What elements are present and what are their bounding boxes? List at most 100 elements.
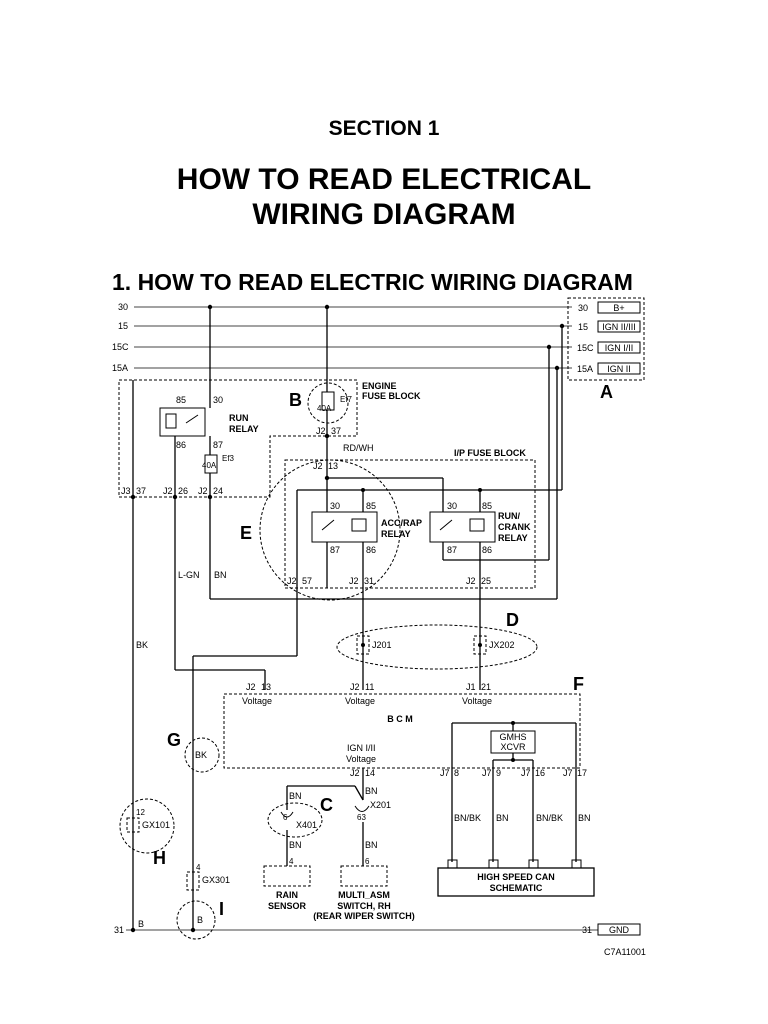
eng-conn-j3-name: J3: [121, 486, 131, 496]
junction-acc85: [361, 488, 365, 492]
rain-sensor-label-1: RAIN: [276, 890, 298, 900]
page-title-line-1: HOW TO READ ELECTRICAL: [176, 163, 592, 196]
acc-rap-pin-85: 85: [366, 501, 376, 511]
multiasm-box: [340, 865, 388, 887]
rain-sensor-circuit: BN BN C 6 X401 63 X201 BN BN 4 6 RAIN SE…: [263, 768, 415, 921]
x401-wire-top: BN: [289, 791, 302, 801]
acc-rap-pin-87: 87: [330, 545, 340, 555]
run-crank-pin-85: 85: [482, 501, 492, 511]
ip-conn-j2-57-name: J2: [287, 576, 297, 586]
rd-wh-wire-label: RD/WH: [343, 443, 374, 453]
callout-d: D: [506, 610, 519, 630]
rail-label-15: 15: [118, 321, 128, 331]
callout-c: C: [320, 795, 333, 815]
callout-a: A: [600, 382, 613, 402]
callout-h-circle: [119, 798, 175, 854]
eng-conn-j2-24-pin: 24: [213, 486, 223, 496]
can-wires: BN/BK BN BN/BK BN HIGH SPEED CAN SCHEMAT…: [437, 723, 595, 897]
section-heading: SECTION 1: [328, 117, 440, 140]
junction-j2-26: [172, 494, 178, 500]
ip-fuse-block-title: I/P FUSE BLOCK: [454, 448, 526, 458]
can-pin-4-conn: J7: [563, 768, 573, 778]
run-crank-name-2: CRANK: [498, 522, 531, 532]
splice-j201-box: [356, 635, 370, 655]
rain-sensor-label-2: SENSOR: [268, 901, 307, 911]
junction-rail15a: [554, 365, 560, 371]
gmhs-label-1: GMHS: [500, 732, 527, 742]
callout-b: B: [289, 390, 302, 410]
acc-rap-coil-icon: [351, 518, 367, 532]
acc-rap-name-1: ACC/RAP: [381, 518, 422, 528]
junction-j3-37: [130, 494, 136, 500]
ground-junction-1: [130, 927, 136, 933]
fuse-ef7-name: Ef7: [340, 395, 353, 404]
run-relay-coil-icon: [165, 413, 177, 429]
run-relay-pin-86: 86: [176, 440, 186, 450]
ground-tag-box: [597, 923, 641, 936]
page-title-line-2: WIRING DIAGRAM: [252, 198, 516, 231]
ip-block-wires: [175, 323, 565, 930]
high-speed-can-label-1: HIGH SPEED CAN: [477, 872, 555, 882]
acc-rap-relay-box: [311, 511, 378, 543]
multiasm-label-2: SWITCH, RH: [337, 901, 391, 911]
callout-d-ellipse: [336, 624, 538, 670]
gx301-name: GX301: [202, 875, 230, 885]
callout-i: I: [219, 899, 224, 919]
rd-wh-connector-name: J2: [313, 461, 323, 471]
splice-jx202-dot: [478, 643, 482, 647]
high-speed-can-box: [437, 867, 595, 897]
ip-conn-j2-25-name: J2: [466, 576, 476, 586]
rain-sensor-box: [263, 865, 311, 887]
splice-jx202-label: JX202: [489, 640, 515, 650]
power-rails: 30 15 15C 15A: [112, 302, 572, 373]
gx301-ground: 4 GX301: [186, 863, 230, 891]
junction-j2-24: [207, 494, 213, 500]
gx101-ground: H 12 GX101: [119, 798, 175, 868]
fuse-ef3-icon: [204, 454, 218, 474]
run-relay-pin-85: 85: [176, 395, 186, 405]
ef7-connector-pin: 37: [331, 426, 341, 436]
splice-group: D J201 JX202: [336, 610, 538, 670]
acc-rap-switch-icon: [321, 519, 335, 531]
junction-rail15: [559, 323, 565, 329]
source-tag-box-ign-ii: [597, 362, 641, 375]
engine-fuse-block-title-2: FUSE BLOCK: [362, 391, 421, 401]
gmhs-label-2: XCVR: [500, 742, 526, 752]
ground-tag: GND: [609, 925, 630, 935]
run-crank-pin-86: 86: [482, 545, 492, 555]
acc-rap-pin-86: 86: [366, 545, 376, 555]
junction-rail15c: [546, 344, 552, 350]
x401-wire-bottom: BN: [289, 840, 302, 850]
rain-sensor-pin: 4: [289, 857, 294, 866]
wire-label-bk: BK: [136, 640, 148, 650]
ground-junction-2: [190, 927, 196, 933]
run-crank-name-3: RELAY: [498, 533, 528, 543]
run-relay-pin-87: 87: [213, 440, 223, 450]
wire-label-bn: BN: [214, 570, 227, 580]
x201-connector-icon: [354, 805, 370, 812]
callout-g: G: [167, 730, 181, 750]
junction-runcrank85: [478, 488, 482, 492]
ip-conn-j2-25-pin: 25: [481, 576, 491, 586]
source-tag-box-ign-i-ii: [597, 341, 641, 354]
can-pin-4-num: 17: [577, 768, 587, 778]
x401-name: X401: [296, 820, 317, 830]
callout-g-circle: [184, 737, 220, 773]
source-number-15a: 15A: [577, 364, 593, 374]
x201-wire-top: BN: [365, 786, 378, 796]
ip-fuse-block-outline: [284, 459, 536, 589]
callout-c-ellipse: [267, 802, 323, 838]
high-speed-can-label-2: SCHEMATIC: [490, 883, 543, 893]
source-tag-box-ign-ii-iii: [597, 320, 641, 333]
can-wire-3-color: BN/BK: [536, 813, 563, 823]
callout-f: F: [573, 674, 584, 694]
ip-fuse-block: I/P FUSE BLOCK E 30 85 87 86 ACC/RAP REL…: [240, 448, 536, 601]
acc-rap-name-2: RELAY: [381, 529, 411, 539]
fuse-ef3-name: Ef3: [222, 454, 235, 463]
bcm-input-2-conn: J2: [350, 682, 360, 692]
engine-fuse-block: ENGINE FUSE BLOCK B Ef7 40A J2 37 85 30 …: [118, 379, 421, 498]
run-relay-box: [159, 407, 206, 437]
can-wire-2-color: BN: [496, 813, 509, 823]
gx301-pin: 4: [196, 863, 201, 872]
